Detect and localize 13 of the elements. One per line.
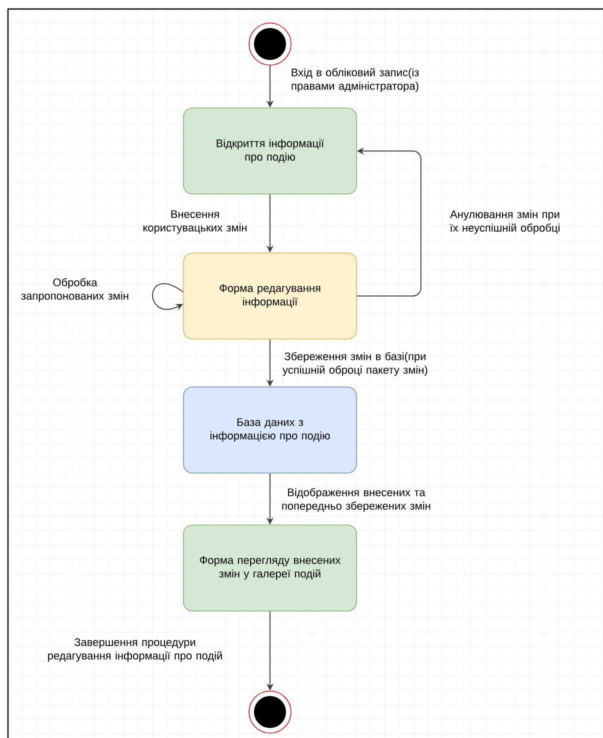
state-box: База даних з інформацією про подію — [183, 386, 357, 474]
edge-label: Вхід в обліковий запис(із правами адміністратора) — [292, 68, 419, 92]
edge-label: Анулювання змін при їх неуспішній обробці — [450, 210, 560, 234]
edge-label: Завершення процедури редагування інформації про подій — [48, 638, 222, 662]
state-circle — [248, 22, 292, 66]
state-box: Відкриття інформації про подію — [183, 108, 357, 194]
state-box: Форма перегляду внесених змін у галереї подій — [183, 524, 357, 612]
edge-label: Відображення внесених та попередньо збережених змін — [282, 488, 430, 512]
edge-label: Внесення користувацьких змін — [143, 210, 247, 234]
state-circle — [248, 690, 292, 734]
edge-label: Збереження змін в базі(при успішній оброці пакету змін) — [282, 352, 428, 376]
edge-label: Обробка запропонованих змін — [21, 278, 128, 302]
state-box: Форма редагування інформації — [183, 252, 357, 340]
